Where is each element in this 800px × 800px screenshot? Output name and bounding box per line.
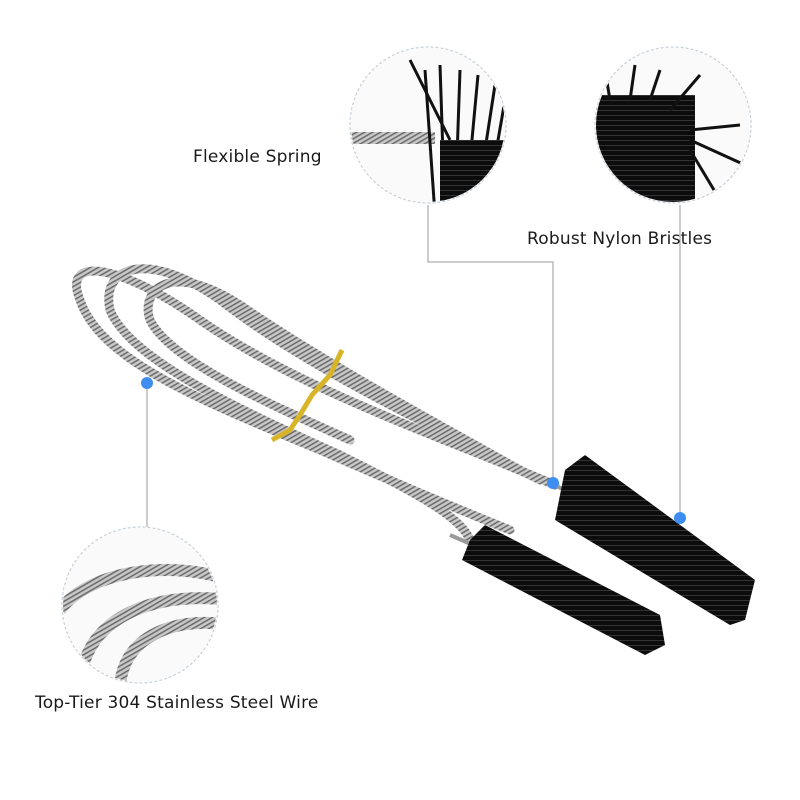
bristle-detail-image — [596, 48, 750, 202]
small-brush-head — [462, 525, 665, 655]
label-flexible-spring: Flexible Spring — [193, 147, 322, 167]
label-stainless-wire: Top-Tier 304 Stainless Steel Wire — [35, 693, 319, 713]
leader-lines — [146, 205, 681, 527]
wire-marker-icon — [141, 377, 153, 389]
spring-detail-frame — [349, 46, 507, 204]
bristle-detail-frame — [594, 46, 752, 204]
label-nylon-bristles: Robust Nylon Bristles — [527, 229, 713, 249]
spring-detail-image — [351, 48, 505, 202]
wire-detail-image — [63, 528, 217, 682]
twist-tie-icon — [270, 348, 345, 443]
steel-wire-coil — [72, 264, 560, 545]
spring-marker-icon — [547, 477, 559, 489]
wire-detail-frame — [61, 526, 219, 684]
large-brush-head — [555, 455, 755, 625]
bristles-marker-icon — [674, 512, 686, 524]
